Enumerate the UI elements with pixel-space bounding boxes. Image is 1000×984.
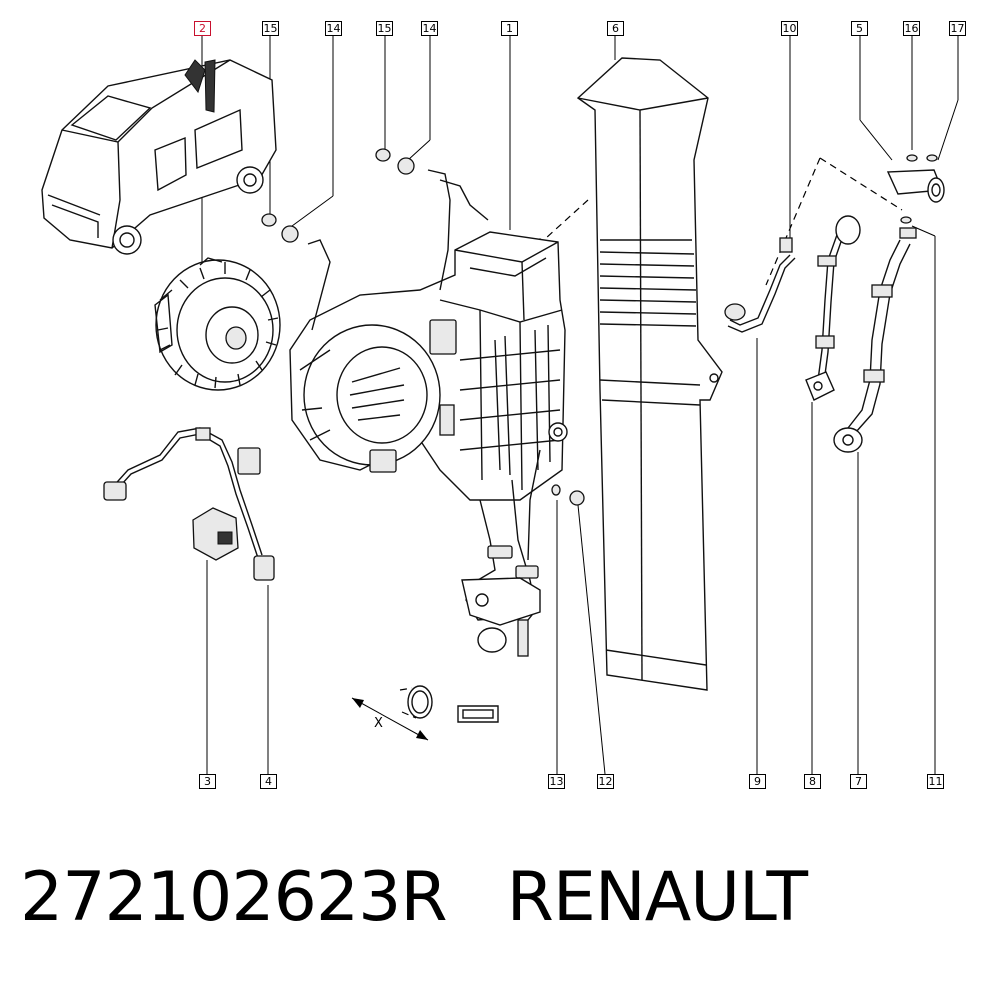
callout-10[interactable]: 10 — [781, 21, 798, 36]
seal-dimension-detail — [351, 685, 499, 741]
caption: 272102623R RENAULT — [20, 858, 808, 937]
leader-lines — [201, 36, 959, 775]
hvac-housing — [289, 169, 568, 657]
callout-8[interactable]: 8 — [804, 774, 821, 789]
callout-15-right[interactable]: 15 — [376, 21, 393, 36]
wiring-harness — [103, 427, 275, 581]
callout-17[interactable]: 17 — [949, 21, 966, 36]
callout-14-left[interactable]: 14 — [325, 21, 342, 36]
van-illustration — [41, 59, 277, 255]
blower-fan — [154, 257, 281, 391]
fasteners — [261, 148, 585, 506]
callout-7[interactable]: 7 — [850, 774, 867, 789]
callout-5[interactable]: 5 — [851, 21, 868, 36]
part-number: 272102623R — [20, 858, 448, 937]
air-duct — [576, 57, 723, 691]
callout-1[interactable]: 1 — [501, 21, 518, 36]
callout-16[interactable]: 16 — [903, 21, 920, 36]
dimension-label: X — [374, 716, 383, 731]
callout-11[interactable]: 11 — [927, 774, 944, 789]
callout-4[interactable]: 4 — [260, 774, 277, 789]
callout-12[interactable]: 12 — [597, 774, 614, 789]
callout-15-left[interactable]: 15 — [262, 21, 279, 36]
brand-name: RENAULT — [506, 858, 808, 937]
callout-6[interactable]: 6 — [607, 21, 624, 36]
callout-14-right[interactable]: 14 — [421, 21, 438, 36]
callout-3[interactable]: 3 — [199, 774, 216, 789]
callout-13[interactable]: 13 — [548, 774, 565, 789]
refrigerant-pipes — [724, 154, 945, 453]
callout-9[interactable]: 9 — [749, 774, 766, 789]
callout-2[interactable]: 2 — [194, 21, 211, 36]
